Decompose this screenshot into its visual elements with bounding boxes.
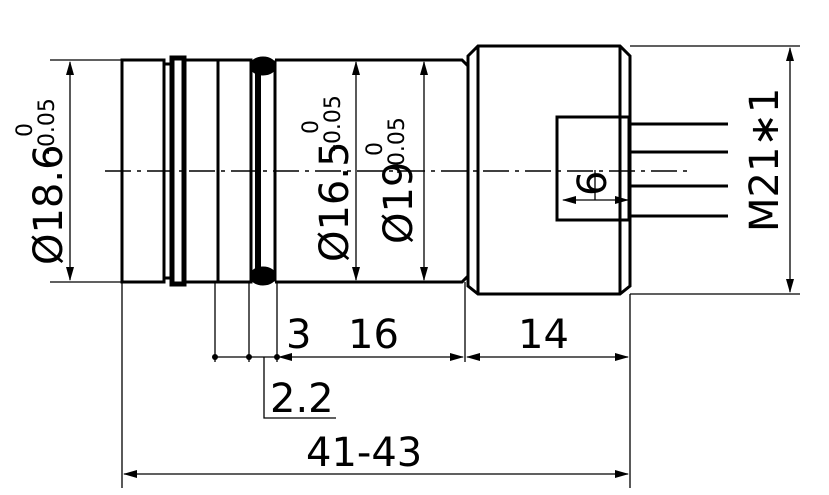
dimension-labels: Ø18.6 0 -0.05 Ø16.5 0 -0.05 Ø19 0 -0.05 … xyxy=(13,88,788,476)
label-len-3: 3 xyxy=(286,312,311,358)
label-dia-19: Ø19 xyxy=(376,162,422,244)
o-ring-2-bottom xyxy=(249,266,277,286)
dim-dot-2 xyxy=(246,354,252,360)
leader-2-2 xyxy=(263,357,336,419)
label-len-total: 41-43 xyxy=(306,430,422,476)
dim-dots xyxy=(212,354,280,360)
label-dia-19-upper: 0 xyxy=(363,142,388,156)
label-dia-19-lower: -0.05 xyxy=(385,117,410,174)
connector-pins xyxy=(629,122,728,218)
label-dia-186-lower: -0.05 xyxy=(35,98,60,155)
label-dia-165-lower: -0.05 xyxy=(321,95,346,152)
part-outline xyxy=(120,44,632,296)
dim-dot-3 xyxy=(274,354,280,360)
dim-dot-1 xyxy=(212,354,218,360)
label-len-2-2: 2.2 xyxy=(270,376,334,422)
dimension-lines xyxy=(50,45,800,488)
label-dia-165-upper: 0 xyxy=(299,120,324,134)
label-dia-186: Ø18.6 xyxy=(26,144,72,265)
o-ring-2-top xyxy=(249,56,277,76)
label-len-14: 14 xyxy=(518,312,569,358)
connector-block xyxy=(555,115,631,222)
head-body xyxy=(466,44,632,296)
label-dia-186-upper: 0 xyxy=(13,123,38,137)
label-pin-span: 6 xyxy=(570,171,616,196)
label-dia-165: Ø16.5 xyxy=(312,141,358,262)
label-len-16: 16 xyxy=(348,312,399,358)
label-thread: M21∗1 xyxy=(742,88,788,232)
